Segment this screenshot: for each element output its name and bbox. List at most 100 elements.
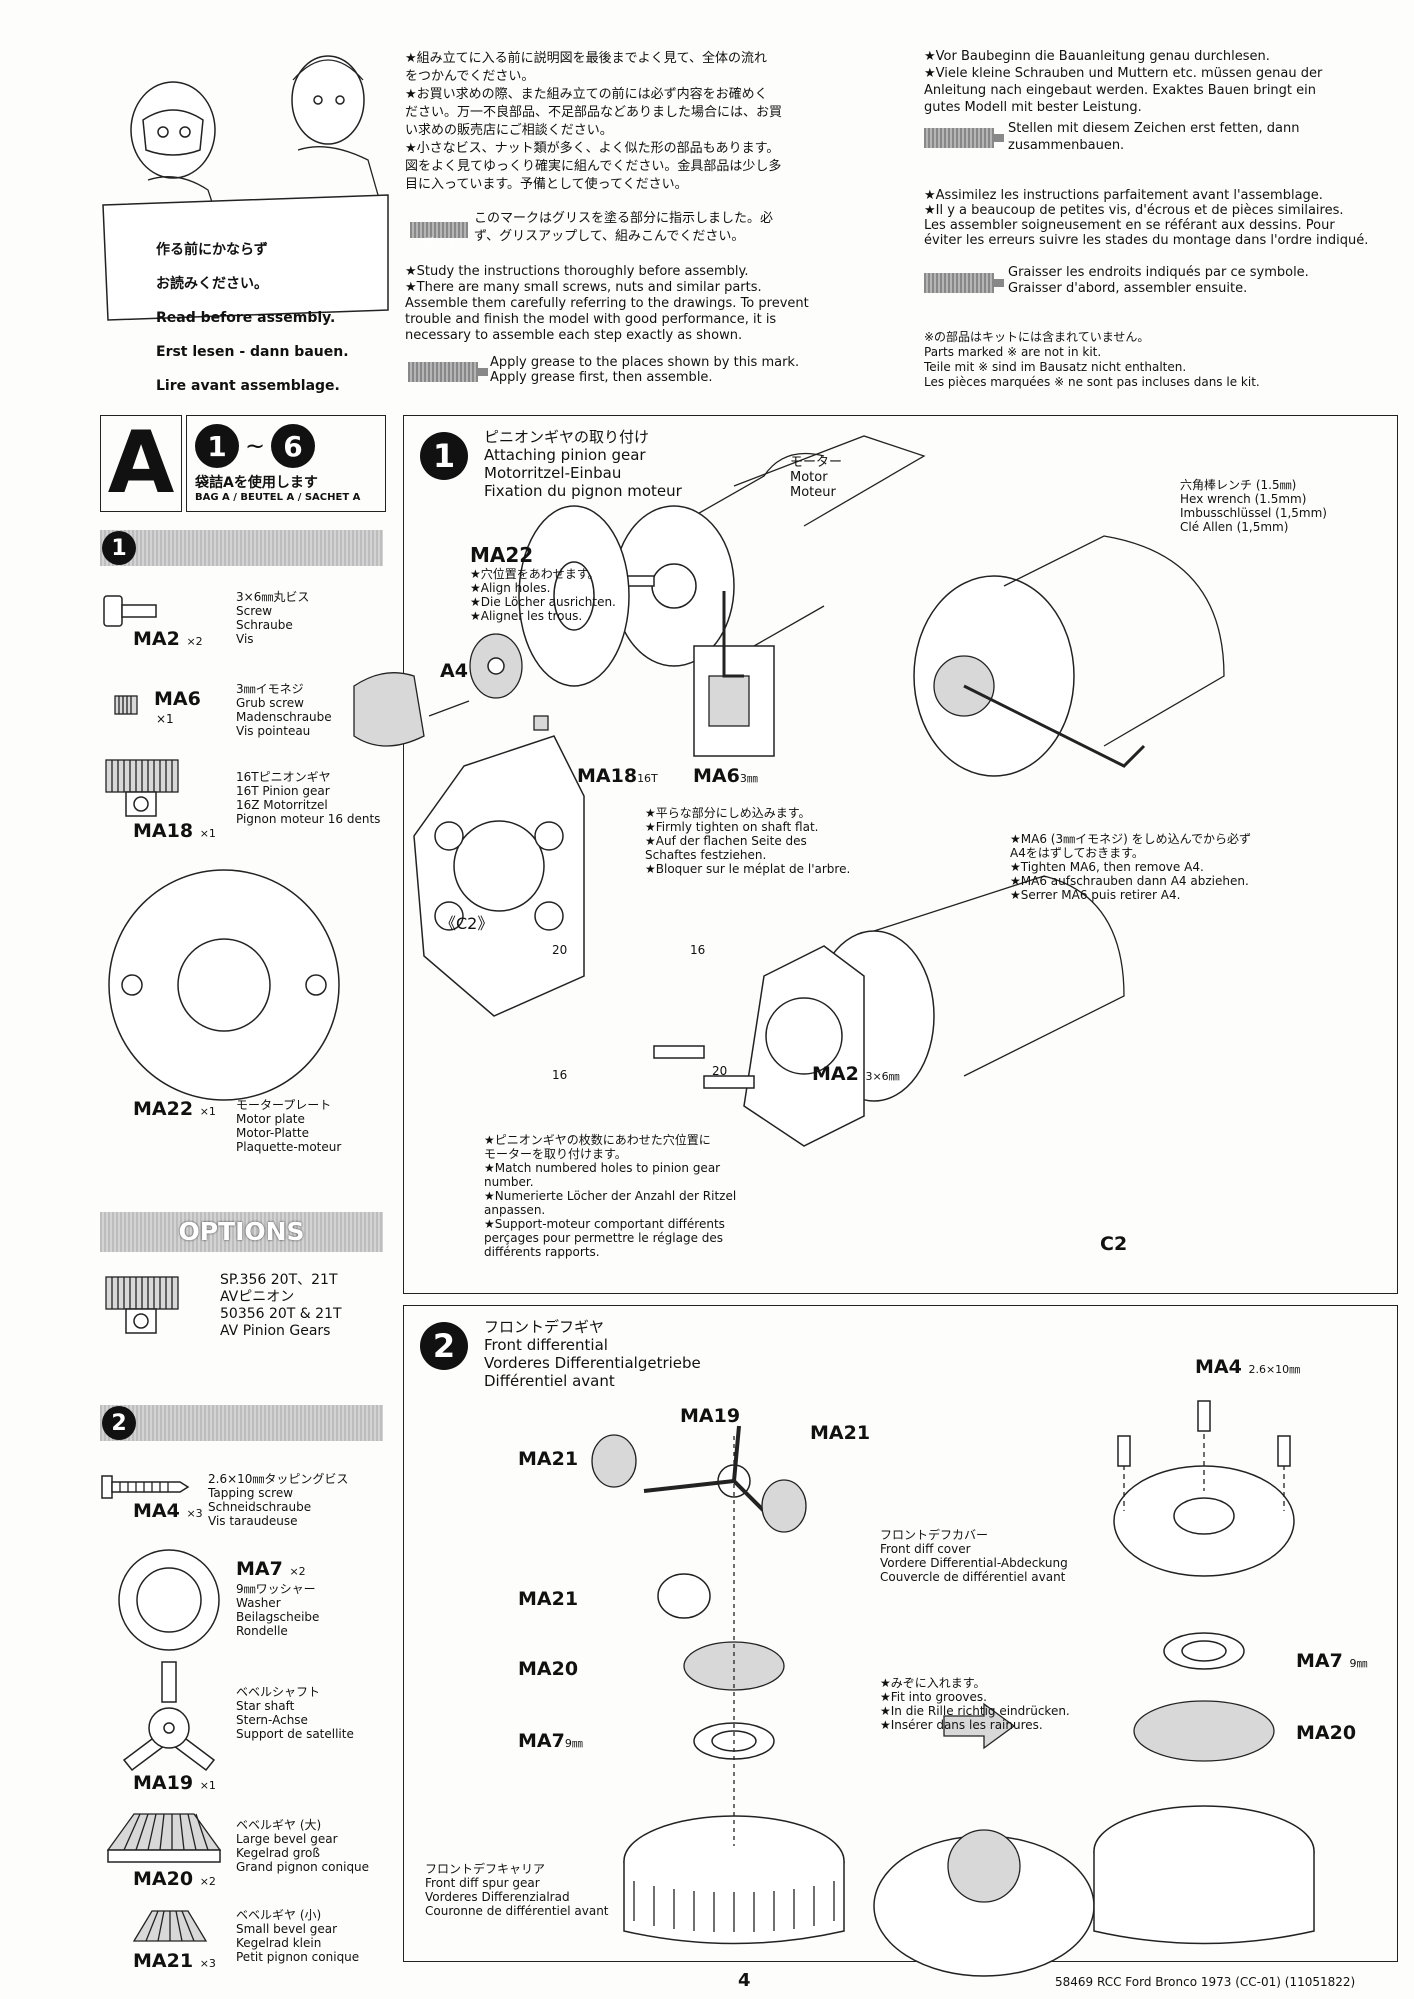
step1-parts-number: 1 (102, 531, 136, 565)
ma19-desc: ベベルシャフト Star shaft Stern-Achse Support d… (236, 1685, 354, 1741)
step2-ma21-top-right: MA21 (810, 1422, 871, 1444)
step1-assembly-drawing (353, 435, 1225, 1147)
hole-label-4: 20 (712, 1064, 728, 1078)
ma2-desc: 3×6㎜丸ビス Screw Schraube Vis (236, 590, 310, 646)
step2-ma21-mid: MA21 (518, 1588, 579, 1610)
ma18-pinion-drawing (105, 759, 179, 817)
step2-ma7-right-label: MA7 9㎜ (1296, 1650, 1368, 1672)
ma19-code: MA19 ×1 (133, 1772, 216, 1794)
page-number: 4 (738, 1970, 751, 1991)
bag-letter-box: A (100, 415, 182, 512)
step2-assembly-drawing (591, 1400, 1315, 1977)
ma22-motor-plate-drawing (108, 869, 340, 1101)
step1-ma22-note: ★穴位置をあわせます。 ★Align holes. ★Die Löcher au… (470, 567, 616, 623)
step1-ma18-label: MA1816T (577, 765, 658, 787)
jp-grease-tag-text: グリス (422, 236, 456, 249)
ma6-code: MA6 (154, 688, 201, 710)
ma7-washer-drawing (118, 1549, 220, 1651)
fr-grease-mark (924, 273, 1004, 293)
step2-ma20-right-label: MA20 (1296, 1722, 1357, 1744)
ma20-desc: ベベルギヤ (大) Large bevel gear Kegelrad groß… (236, 1818, 370, 1874)
step2-ma19-label: MA19 (680, 1405, 741, 1427)
step2-carrier-label: フロントデフキャリア Front diff spur gear Vorderes… (425, 1862, 609, 1918)
bubble-line-2: お読みください。 (156, 276, 268, 292)
step1-flat-note: ★平らな部分にしめ込みます。 ★Firmly tighten on shaft … (645, 806, 851, 876)
fr-grease-note: Graisser les endroits indiqués par ce sy… (1008, 265, 1309, 296)
ma2-code: MA2 ×2 (133, 628, 203, 650)
ma22-desc: モータープレート Motor plate Motor-Platte Plaque… (236, 1098, 342, 1154)
de-grease-mark (924, 128, 1004, 148)
range-separator: ~ (245, 432, 266, 460)
en-notes: ★Study the instructions thoroughly befor… (405, 264, 809, 343)
step2-parts-number: 2 (102, 1406, 136, 1440)
step1-title: ピニオンギヤの取り付け Attaching pinion gear Motorr… (484, 428, 682, 500)
range-end: 6 (283, 429, 303, 463)
de-grease-note: Stellen mit diesem Zeichen erst fetten, … (1008, 121, 1300, 153)
hole-label-2: 16 (690, 943, 706, 957)
step1-number: 1 (420, 432, 468, 480)
step1-panel (403, 415, 1398, 1294)
bubble-line-1: 作る前にかならず (156, 242, 268, 258)
ma6-desc: 3㎜イモネジ Grub screw Madenschraube Vis poin… (236, 682, 332, 738)
options-header: OPTIONS (100, 1212, 383, 1252)
step1-motor-label: モーター Motor Moteur (790, 455, 843, 500)
ma6-grub-drawing (114, 695, 138, 715)
step2-ma21-top-left: MA21 (518, 1448, 579, 1470)
ma6-qty: ×1 (156, 712, 174, 726)
step1-parts-header: 1 (100, 530, 383, 566)
options-desc: SP.356 20T、21T AVピニオン 50356 20T & 21T AV… (220, 1272, 342, 1339)
options-title: OPTIONS (178, 1217, 305, 1246)
step1-parts-num-text: 1 (111, 535, 127, 561)
ma21-code: MA21 ×3 (133, 1950, 216, 1972)
step1-a4-label: A4 (440, 660, 468, 682)
not-in-kit-note: ※の部品はキットには含まれていません。 Parts marked ※ are n… (924, 330, 1260, 389)
ma7-code: MA7 ×2 (236, 1558, 306, 1580)
hole-label-1: 20 (552, 943, 568, 957)
jp-grease-tag: グリス (410, 222, 468, 249)
ma21-desc: ベベルギヤ (小) Small bevel gear Kegelrad klei… (236, 1908, 360, 1964)
ma20-code: MA20 ×2 (133, 1868, 216, 1890)
ma4-tapping-screw-drawing (101, 1475, 190, 1499)
en-grease-note: Apply grease to the places shown by this… (490, 355, 800, 385)
step2-cover-label: フロントデフカバー Front diff cover Vordere Diffe… (880, 1528, 1068, 1584)
footer-reference: 58469 RCC Ford Bronco 1973 (CC-01) (1105… (1055, 1975, 1356, 1989)
ma18-desc: 16Tピニオンギヤ 16T Pinion gear 16Z Motorritze… (236, 770, 381, 826)
step1-hex-label: 六角棒レンチ (1.5㎜) Hex wrench (1.5mm) Imbussc… (1180, 478, 1327, 534)
hole-label-3: 16 (552, 1068, 568, 1082)
step2-parts-header: 2 (100, 1405, 383, 1441)
ma4-desc: 2.6×10㎜タッピングビス Tapping screw Schneidschr… (208, 1472, 349, 1528)
jp-grease-note: このマークはグリスを塗る部分に指示しました。必 ず、グリスアップして、組みこんで… (474, 211, 774, 244)
step2-number-text: 2 (432, 1327, 456, 1365)
de-notes: ★Vor Baubeginn die Bauanleitung genau du… (924, 49, 1323, 115)
bag-info-box: 1 ~ 6 袋詰Aを使用します BAG A / BEUTEL A / SACHE… (186, 415, 386, 512)
bag-multi: BAG A / BEUTEL A / SACHET A (195, 492, 361, 503)
bubble-line-3: Read before assembly. (156, 310, 336, 326)
range-start: 1 (207, 429, 227, 463)
step1-tighten-note: ★MA6 (3㎜イモネジ) をしめ込んでから必ず A4をはずしておきます。 ★T… (1010, 832, 1251, 902)
step1-c2-tag: 《C2》 (440, 914, 494, 933)
read-before-bubble: 作る前にかならず お読みください。 Read before assembly. … (156, 225, 366, 412)
step1-match-note: ★ピニオンギヤの枚数にあわせた穴位置に モーターを取り付けます。 ★Match … (484, 1133, 737, 1259)
step2-ma4-label: MA4 2.6×10㎜ (1195, 1356, 1301, 1378)
mascot-illustration (102, 55, 389, 321)
step2-ma20-label: MA20 (518, 1658, 579, 1680)
step2-ma7-label: MA79㎜ (518, 1730, 583, 1752)
en-grease-mark (408, 362, 488, 382)
step2-grooves-note: ★みぞに入れます。 ★Fit into grooves. ★In die Ril… (880, 1676, 1070, 1732)
bag-jp: 袋詰Aを使用します (195, 475, 318, 491)
options-pinion-drawing (105, 1276, 179, 1334)
range-start-icon: 1 (195, 424, 239, 468)
ma18-code: MA18 ×1 (133, 820, 216, 842)
ma2-screw-drawing (103, 595, 157, 627)
step2-panel (403, 1305, 1398, 1962)
step2-number: 2 (420, 1322, 468, 1370)
bubble-line-5: Lire avant assemblage. (156, 378, 340, 394)
ma7-desc: 9㎜ワッシャー Washer Beilagscheibe Rondelle (236, 1582, 320, 1638)
ma19-star-shaft-drawing (122, 1661, 216, 1772)
step1-ma2-label: MA2 3×6㎜ (812, 1063, 900, 1085)
step1-ma22-label: MA22 (470, 543, 534, 567)
step1-c2-label: C2 (1100, 1233, 1128, 1255)
fr-notes: ★Assimilez les instructions parfaitement… (924, 188, 1369, 248)
bubble-line-4: Erst lesen - dann bauen. (156, 344, 349, 360)
ma4-code: MA4 ×3 (133, 1500, 203, 1522)
